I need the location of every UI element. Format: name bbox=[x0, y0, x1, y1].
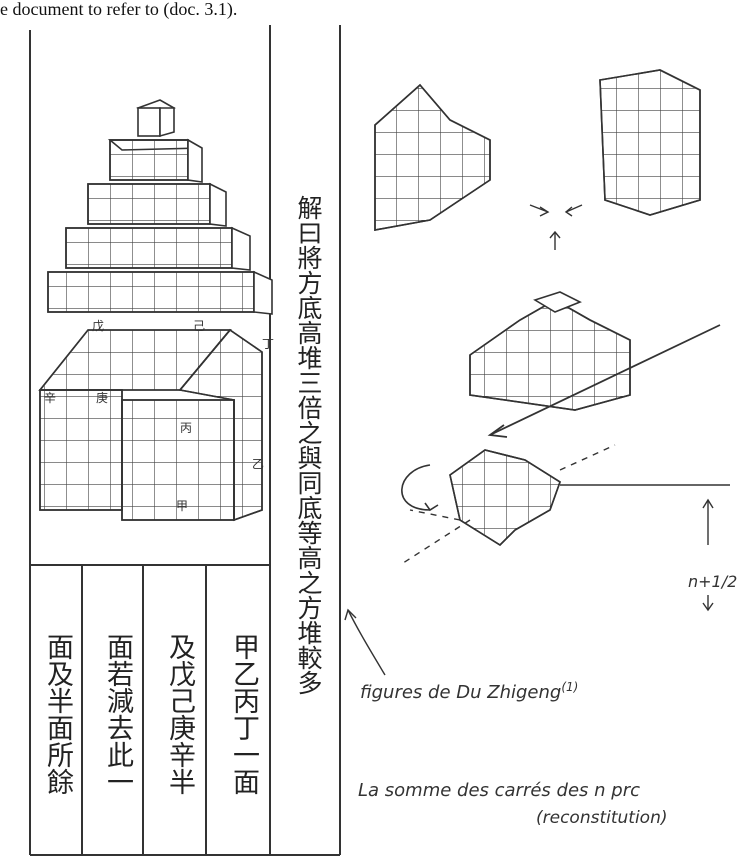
pyramid-top-left bbox=[47, 99, 273, 315]
figures-caption-note: (1) bbox=[561, 680, 579, 694]
n-label: n+1/2 bbox=[688, 572, 738, 591]
dashed-axes bbox=[399, 444, 616, 566]
long-arrow bbox=[487, 324, 721, 438]
frame bbox=[29, 25, 341, 856]
label-yi: 乙 bbox=[252, 457, 264, 471]
bottom-column-3: 及戊己庚辛半 bbox=[164, 633, 195, 795]
reconstitution-caption: (reconstitution) bbox=[536, 808, 668, 828]
somme-caption: La somme des carrés des n prc bbox=[358, 780, 640, 801]
figures-caption: figures de Du Zhigeng(1) bbox=[360, 680, 578, 703]
label-ji: 己 bbox=[193, 319, 205, 333]
dimension-arrow bbox=[702, 498, 714, 612]
assembly-arrows bbox=[529, 204, 583, 250]
central-chinese-column: 解曰將方底高堆三倍之與同底等高之方堆較多 bbox=[294, 195, 323, 695]
label-geng: 庚 bbox=[96, 390, 108, 405]
reconstruction-block bbox=[401, 449, 561, 547]
partial-header-text: e document to refer to (doc. 3.1). bbox=[0, 0, 238, 19]
label-bing: 丙 bbox=[180, 421, 192, 435]
label-ding: 丁 bbox=[262, 337, 274, 351]
bottom-column-1: 面及半面所餘 bbox=[42, 633, 73, 795]
stepped-cube-block bbox=[38, 328, 263, 522]
block-top-left bbox=[374, 83, 491, 231]
label-wu: 戊 bbox=[92, 319, 104, 333]
bottom-column-2: 面若減去此一 bbox=[102, 633, 133, 795]
bottom-column-4: 甲乙丙丁一面 bbox=[228, 633, 259, 795]
pointer-arrow bbox=[344, 608, 386, 676]
figures-caption-text: figures de Du Zhigeng bbox=[360, 682, 562, 703]
label-xin: 辛 bbox=[44, 391, 56, 405]
block-top-right bbox=[599, 69, 701, 216]
bottom-column-dividers bbox=[81, 565, 207, 855]
pyramid-right bbox=[469, 291, 631, 411]
label-jia: 甲 bbox=[176, 499, 188, 513]
